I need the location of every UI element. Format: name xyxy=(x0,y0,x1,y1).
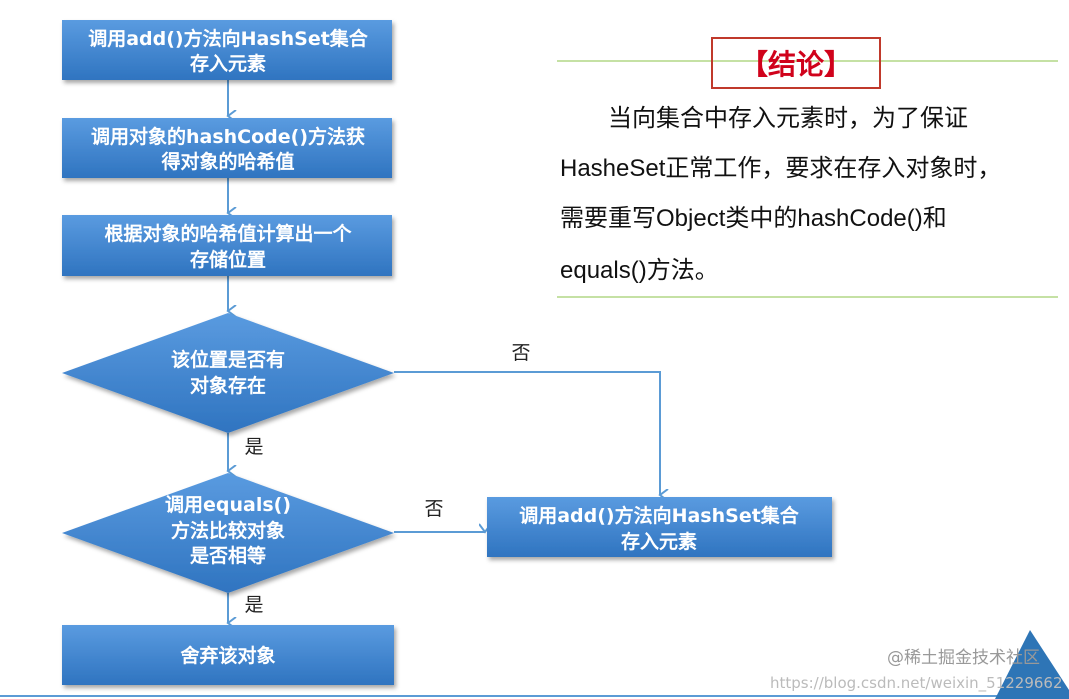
discard-text: 舍弃该对象 xyxy=(180,644,275,667)
yes-label-1: 是 xyxy=(244,436,263,458)
decision2-line1: 调用equals() xyxy=(165,494,291,516)
decision2-line3: 是否相等 xyxy=(190,544,266,567)
step3-line1: 根据对象的哈希值计算出一个 xyxy=(104,222,352,245)
yes-label-2: 是 xyxy=(244,594,263,616)
conclusion-line-2: HasheSet正常工作，要求在存入对象时， xyxy=(560,155,1002,182)
decision1-line1: 该位置是否有 xyxy=(171,348,285,371)
step-hashcode-box xyxy=(62,118,392,178)
watermark-csdn: https://blog.csdn.net/weixin_51229662 xyxy=(770,674,1063,692)
watermark-juejin: @稀土掘金技术社区 xyxy=(887,648,1040,668)
store-box xyxy=(487,497,832,557)
step-compute-box xyxy=(62,215,392,276)
conclusion-title: 【结论】 xyxy=(711,37,881,89)
store-line1: 调用add()方法向HashSet集合 xyxy=(519,504,800,527)
conclusion-line-4: equals()方法。 xyxy=(560,257,719,284)
corner-triangle xyxy=(995,630,1069,699)
step1-line2: 存入元素 xyxy=(190,52,266,75)
decision1-line2: 对象存在 xyxy=(190,374,266,397)
step1-line1: 调用add()方法向HashSet集合 xyxy=(88,27,369,50)
step2-line2: 得对象的哈希值 xyxy=(160,150,294,173)
step-add-box xyxy=(62,20,392,80)
decision2-line2: 方法比较对象 xyxy=(171,519,285,542)
conclusion-line-3: 需要重写Object类中的hashCode()和 xyxy=(560,205,947,232)
no-label-2: 否 xyxy=(424,498,443,520)
no-label-1: 否 xyxy=(511,342,530,364)
step3-line2: 存储位置 xyxy=(190,248,266,271)
step2-line1: 调用对象的hashCode()方法获 xyxy=(91,125,365,148)
store-line2: 存入元素 xyxy=(621,530,697,553)
connectors xyxy=(228,80,660,623)
decision-exists xyxy=(62,313,394,433)
conclusion-line-1: 当向集合中存入元素时，为了保证 xyxy=(560,105,968,132)
decision-equals xyxy=(62,473,394,593)
discard-box xyxy=(62,625,394,685)
